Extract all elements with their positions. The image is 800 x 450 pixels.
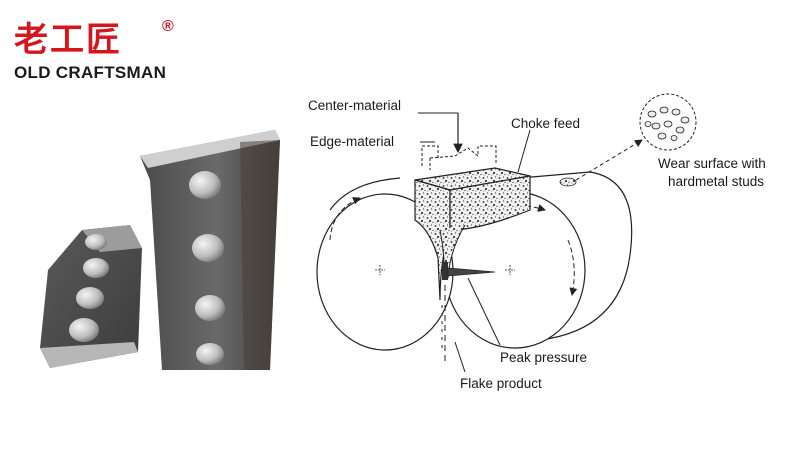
peak-pressure-label: Peak pressure (500, 350, 587, 365)
roller-press-diagram: Center-material Edge-material Choke feed… (308, 93, 766, 391)
center-material-label: Center-material (308, 98, 401, 113)
right-roller (444, 171, 633, 349)
large-wear-plate (140, 130, 280, 370)
brand-name-english: OLD CRAFTSMAN (14, 63, 167, 82)
hole-icon (69, 318, 99, 342)
choke-feed-material (414, 167, 531, 301)
hole-icon (196, 343, 224, 365)
wear-surface-label-line1: Wear surface with (658, 156, 766, 171)
hole-icon (76, 287, 104, 309)
brand-name-chinese: 老工匠 (14, 20, 122, 60)
small-wear-plate (40, 225, 142, 368)
hole-icon (189, 171, 221, 199)
edge-material-outline (421, 145, 497, 166)
registered-trademark-mark: ® (162, 18, 174, 35)
wear-surface-label-line2: hardmetal studs (668, 174, 764, 189)
hole-icon (195, 295, 225, 321)
hardmetal-studs-magnifier (639, 93, 697, 151)
wear-plates-photo (40, 130, 280, 370)
choke-feed-label: Choke feed (511, 116, 580, 131)
peak-pressure-zone (447, 267, 496, 277)
edge-material-label: Edge-material (310, 134, 394, 149)
flake-product-stream (441, 285, 446, 365)
flake-product-label: Flake product (460, 376, 542, 391)
hole-icon (85, 234, 107, 250)
hole-icon (83, 258, 109, 278)
brand-logo: 老工匠 ® OLD CRAFTSMAN (14, 18, 194, 90)
stud-patch (559, 177, 577, 187)
hole-icon (192, 234, 224, 262)
